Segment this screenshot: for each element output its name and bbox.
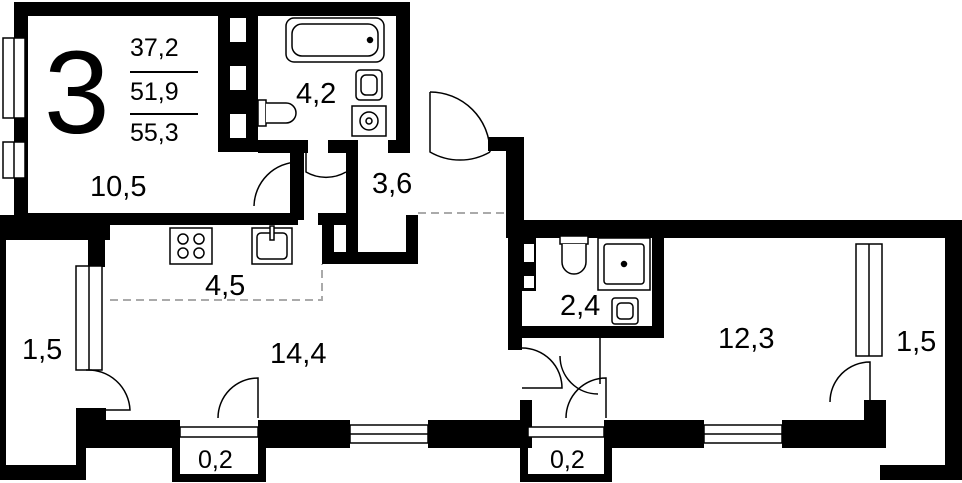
- vent-slots: [230, 18, 534, 288]
- area-divider-2: [130, 113, 198, 115]
- doors: [85, 91, 871, 419]
- room-area-label: 1,5: [22, 334, 63, 366]
- area-divider-1: [130, 71, 198, 73]
- room-count: 3: [44, 27, 110, 159]
- room-area-label: 2,4: [560, 290, 601, 322]
- room-area-label: 0,2: [198, 446, 233, 474]
- kitchen-zone-lines: [110, 212, 506, 301]
- room-area-label: 1,5: [896, 326, 937, 358]
- room-area-label: 12,3: [718, 323, 775, 355]
- fixtures: [169, 17, 651, 325]
- area-total-value: 51,9: [130, 78, 179, 106]
- area-living-value: 37,2: [130, 34, 179, 62]
- room-area-label: 10,5: [90, 171, 147, 203]
- room-area-label: 4,5: [205, 270, 246, 302]
- area-with-balconies-value: 55,3: [130, 119, 179, 147]
- room-area-label: 0,2: [550, 446, 585, 474]
- room-area-label: 14,4: [270, 338, 327, 370]
- windows: [2, 37, 883, 444]
- room-area-label: 4,2: [296, 78, 337, 110]
- room-area-label: 3,6: [372, 168, 413, 200]
